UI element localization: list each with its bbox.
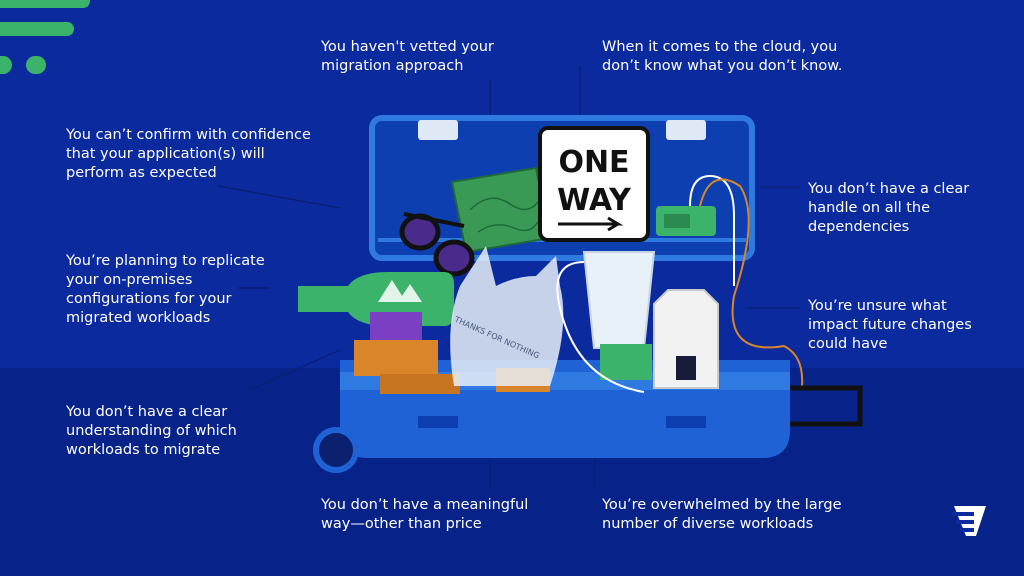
power-bank-icon <box>656 174 804 387</box>
callout-confidence-line-1: You can’t confirm with confidence <box>66 127 311 143</box>
callout-vetted-line-1: You haven't vetted your <box>321 39 494 55</box>
callout-confidence-line-3: perform as expected <box>66 165 217 181</box>
callout-meaningful-line-1: You don’t have a meaningful <box>321 497 529 513</box>
callout-replicate: You’re planning to replicate your on-pre… <box>66 252 265 328</box>
callout-overwhelmed: You’re overwhelmed by the large number o… <box>602 496 842 534</box>
callout-workloads-line-1: You don’t have a clear <box>66 404 228 420</box>
callout-workloads: You don’t have a clear understanding of … <box>66 403 237 460</box>
callout-workloads-line-2: understanding of which <box>66 423 237 439</box>
callout-changes-line-2: impact future changes <box>808 317 972 333</box>
sunglasses-icon <box>399 212 475 277</box>
callout-overwhelmed-line-2: number of diverse workloads <box>602 516 814 532</box>
callout-cloud-line-1: When it comes to the cloud, you <box>602 39 838 55</box>
callout-replicate-line-4: migrated workloads <box>66 310 211 326</box>
callout-dependencies-line-2: handle on all the <box>808 200 931 216</box>
callout-cloud: When it comes to the cloud, you don’t kn… <box>602 38 842 76</box>
callout-changes-line-3: could have <box>808 336 888 352</box>
one-way-sign: ONE WAY <box>538 126 650 242</box>
blender-icon <box>556 251 656 393</box>
sign-line-1: ONE <box>558 145 629 180</box>
callout-dependencies: You don’t have a clear handle on all the… <box>808 180 969 237</box>
map-icon <box>450 166 552 254</box>
callout-changes: You’re unsure what impact future changes… <box>808 297 972 354</box>
callout-cloud-line-2: don’t know what you don’t know. <box>602 58 843 74</box>
callout-vetted-line-2: migration approach <box>321 58 464 74</box>
sign-line-2: WAY <box>557 183 632 218</box>
callout-overwhelmed-line-1: You’re overwhelmed by the large <box>602 497 842 513</box>
callout-meaningful-line-2: way—other than price <box>321 516 482 532</box>
callout-workloads-line-3: workloads to migrate <box>66 442 221 458</box>
callout-confidence: You can’t confirm with confidence that y… <box>66 126 311 183</box>
callout-meaningful: You don’t have a meaningful way—other th… <box>321 496 528 534</box>
callout-changes-line-1: You’re unsure what <box>808 298 947 314</box>
milk-carton-icon <box>653 289 719 389</box>
callout-dependencies-line-1: You don’t have a clear <box>808 181 970 197</box>
callout-vetted: You haven't vetted your migration approa… <box>321 38 494 76</box>
callout-dependencies-line-3: dependencies <box>808 219 910 235</box>
plastic-bag-icon: THANKS FOR NOTHING <box>450 246 564 386</box>
callout-confidence-line-2: that your application(s) will <box>66 146 265 162</box>
callout-replicate-line-3: configurations for your <box>66 291 232 307</box>
callout-replicate-line-2: your on-premises <box>66 272 193 288</box>
callout-replicate-line-1: You’re planning to replicate <box>66 253 265 269</box>
vendor-logo-icon <box>952 506 986 536</box>
brand-bars-icon <box>0 0 90 74</box>
